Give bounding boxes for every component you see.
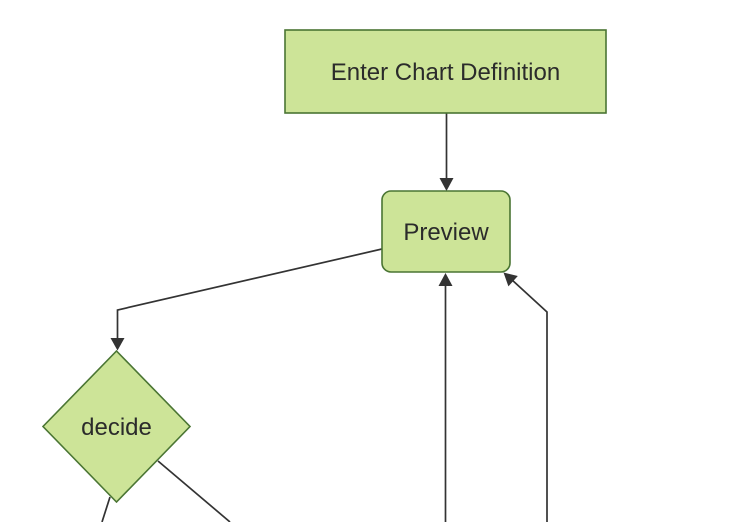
rounded-rectangle-shape <box>381 190 511 273</box>
edge-decide-to-offscreen-right <box>157 460 231 522</box>
arrowhead-preview-bottom-icon <box>438 273 453 286</box>
edge-line <box>101 496 111 522</box>
arrowhead-preview-top-icon <box>439 178 454 191</box>
edge-offscreen-to-preview-bottom <box>438 273 453 522</box>
edge-decide-to-offscreen-left <box>101 496 111 522</box>
node-label: decide <box>81 414 152 441</box>
diamond-shape <box>41 349 192 504</box>
node-enter-chart-definition: Enter Chart Definition <box>284 29 607 114</box>
node-preview: Preview <box>381 190 511 273</box>
edge-line <box>157 460 231 522</box>
edge-line <box>510 278 548 522</box>
arrowhead-preview-corner-icon <box>503 272 518 287</box>
node-label: Preview <box>403 219 489 246</box>
arrowhead-decide-top-icon <box>110 338 125 351</box>
edge-line <box>116 248 383 339</box>
node-decide: decide <box>41 349 192 504</box>
edge-offscreen-to-preview-corner <box>503 272 548 522</box>
edge-enter-to-preview <box>439 113 454 191</box>
edge-preview-to-decide <box>110 248 383 351</box>
rectangle-shape <box>284 29 607 114</box>
node-label: Enter Chart Definition <box>331 59 560 86</box>
